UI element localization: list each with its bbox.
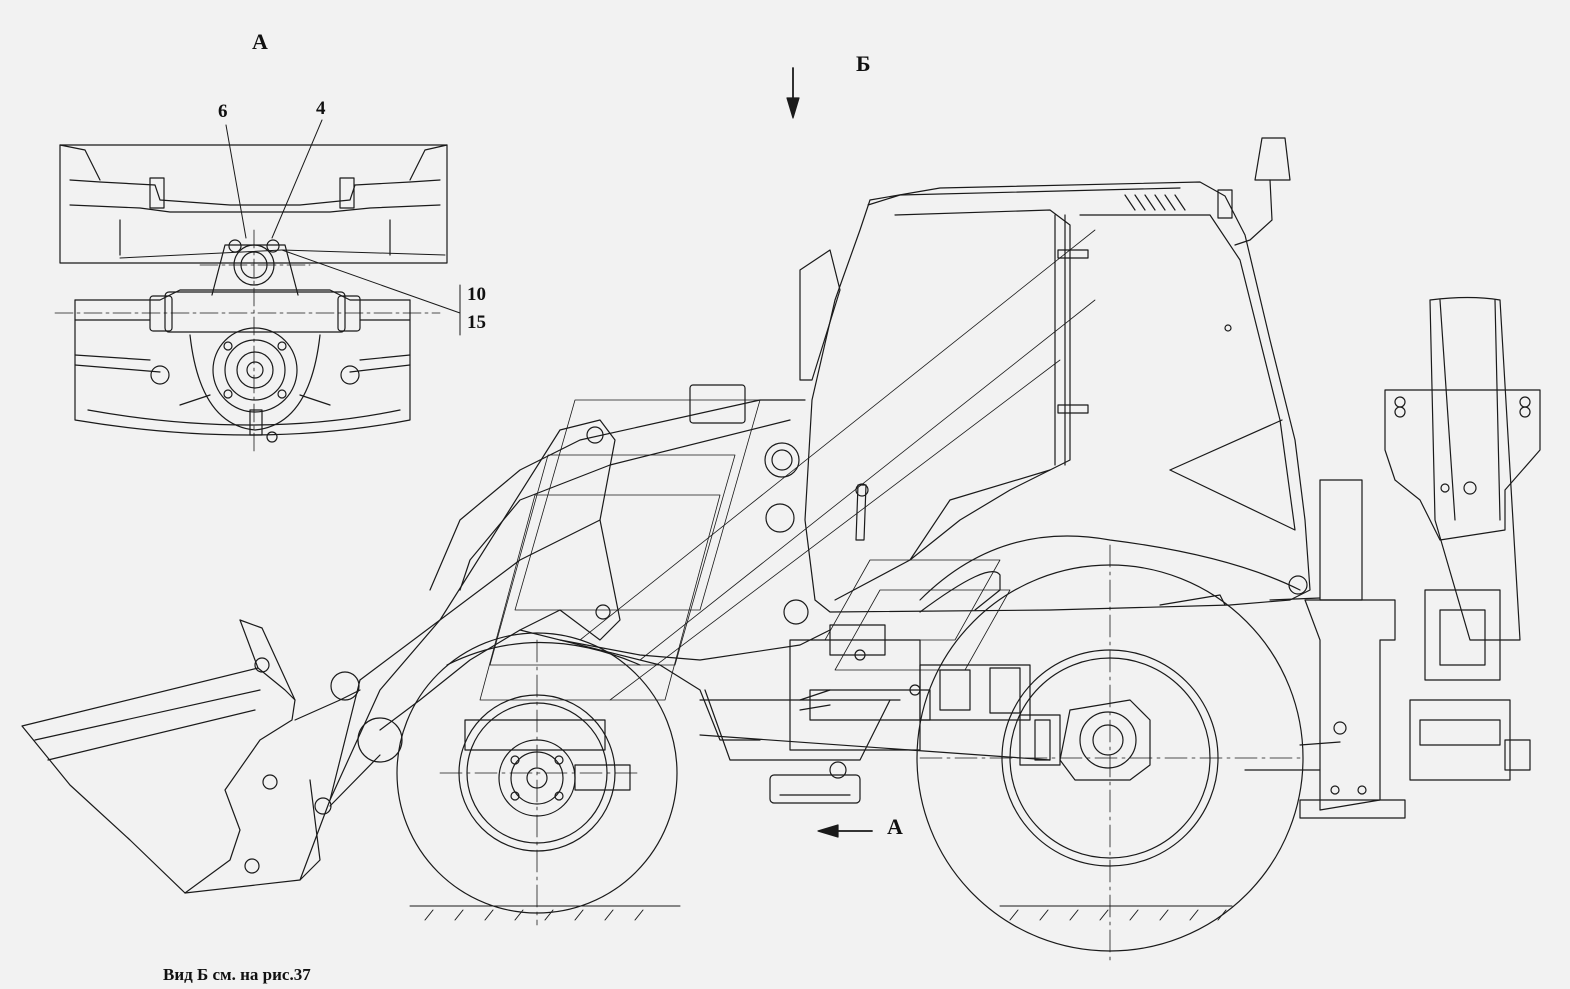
view-a-title: А [252, 29, 268, 54]
loader-arms [294, 419, 621, 881]
front-axle-hub [464, 719, 631, 817]
callout-4: 4 [316, 98, 326, 119]
view-b-arrow [786, 67, 800, 119]
ground-left [409, 905, 681, 921]
backhoe-loader-side-view [21, 137, 1541, 961]
front-hood [429, 384, 831, 741]
callout-15: 15 [467, 312, 486, 333]
view-b-title: Б [856, 51, 871, 76]
view-a-arrow [817, 824, 873, 838]
transmission [699, 624, 1051, 804]
detail-view-a [54, 119, 461, 456]
ground-right [999, 905, 1233, 921]
frame-hatch-pattern [479, 229, 1096, 701]
rear-axle-hub [1019, 699, 1151, 781]
loader-bucket [21, 619, 321, 894]
callout-10: 10 [467, 284, 486, 305]
backhoe [1244, 296, 1541, 819]
cab [799, 137, 1311, 613]
callout-6: 6 [218, 101, 228, 122]
view-b-reference-caption: Вид Б см. на рис.37 [163, 965, 311, 984]
view-a-arrow-label: А [887, 814, 903, 839]
